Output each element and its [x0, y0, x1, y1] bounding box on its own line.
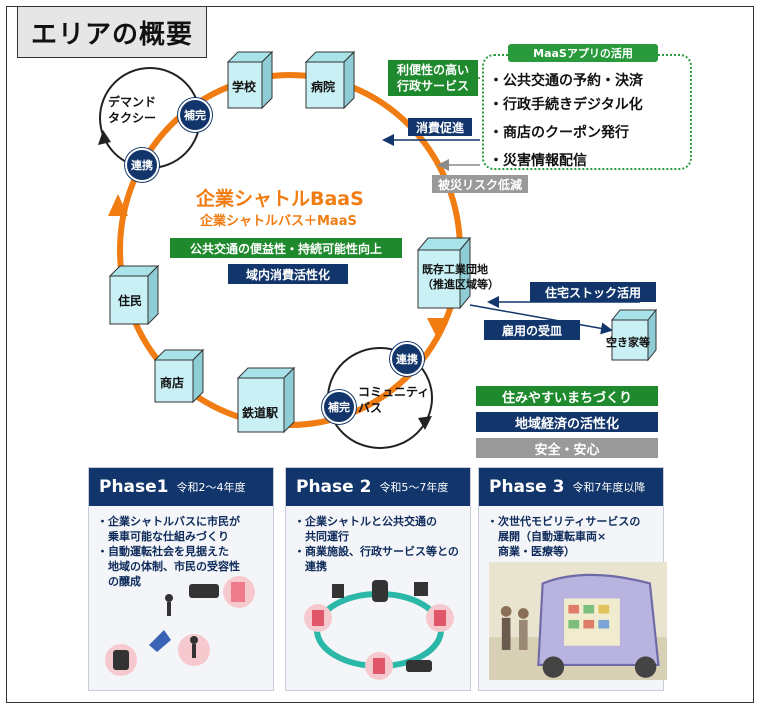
label-disaster-risk: 被災リスク低減: [432, 175, 528, 193]
loop-arrowhead-left: [108, 194, 128, 216]
arrow-employment: [469, 304, 613, 335]
node-school: 学校: [232, 80, 257, 94]
phase-name: Phase 2: [296, 477, 372, 497]
label-admin-services: 利便性の高い 行政サービス: [388, 60, 478, 96]
node-shop: 商店: [160, 376, 185, 390]
loop-arrowhead-right: [427, 318, 449, 340]
outcome-safety: 安全・安心: [476, 438, 658, 458]
node-vacant-house: 空き家等: [606, 336, 650, 349]
phase-header: Phase 2 令和5～7年度: [286, 468, 470, 506]
taxi-loop-arrow: [98, 130, 111, 145]
phase-description: ・企業シャトルと公共交通の 共同運行 ・商業施設、行政サービス等との 連携: [294, 515, 459, 573]
node-community-bus: コミュニティ バス: [358, 385, 430, 415]
phase-name: Phase1: [99, 477, 169, 497]
label-employment: 雇用の受皿: [484, 320, 580, 340]
maas-title: MaaSアプリの活用: [508, 44, 658, 62]
cube-vacant-house: [610, 308, 658, 362]
phase-years: 令和2～4年度: [176, 481, 246, 494]
phase-description: ・次世代モビリティサービスの 展開（自動運転車両× 商業・医療等）: [487, 515, 641, 558]
phase-card-3: Phase 3 令和7年度以降 ・次世代モビリティサービスの 展開（自動運転車両…: [478, 467, 668, 691]
phase-years: 令和7年度以降: [572, 481, 646, 494]
maas-item-reservation: ・公共交通の予約・決済: [489, 73, 643, 89]
cube-school: [226, 50, 274, 110]
center-title: 企業シャトルBaaS: [196, 188, 364, 210]
maas-item-digital-admin: ・行政手続きデジタル化: [489, 97, 643, 113]
phase2-illustration: [304, 580, 454, 680]
banner-local-consumption: 域内消費活性化: [228, 264, 348, 284]
node-hospital: 病院: [311, 80, 336, 94]
page-title: エリアの概要: [17, 6, 207, 58]
phase-years: 令和5～7年度: [379, 481, 449, 494]
cube-station: [236, 366, 296, 434]
phase-card-2: Phase 2 令和5～7年度 ・企業シャトルと公共交通の 共同運行 ・商業施設…: [285, 467, 471, 691]
bus-loop-arrow: [418, 416, 432, 430]
node-demand-taxi: デマンド タクシー: [108, 95, 157, 125]
badge-supplement-bus: 補完: [322, 390, 356, 424]
maas-item-disaster-info: ・災害情報配信: [489, 153, 587, 169]
node-station: 鉄道駅: [242, 406, 279, 420]
label-consumption: 消費促進: [408, 118, 472, 136]
phase-card-1: Phase1 令和2～4年度 ・企業シャトルバスに市民が 乗車可能な仕組みづくり…: [88, 467, 274, 691]
badge-cooperation-bus: 連携: [390, 342, 424, 376]
outcome-livable-town: 住みやすいまちづくり: [476, 386, 658, 406]
center-subtitle: 企業シャトルバス＋MaaS: [200, 214, 357, 229]
phase1-illustration: [105, 576, 255, 676]
cube-industrial: [416, 236, 472, 310]
cube-hospital: [304, 50, 356, 110]
node-industrial: 既存工業団地 （推進区域等）: [422, 263, 499, 291]
badge-supplement-taxi: 補完: [178, 98, 212, 132]
maas-item-coupon: ・商店のクーポン発行: [489, 125, 629, 141]
badge-cooperation-taxi: 連携: [125, 148, 159, 182]
node-residents: 住民: [118, 294, 143, 308]
banner-public-transport: 公共交通の便益性・持続可能性向上: [170, 238, 402, 258]
label-housing-stock: 住宅ストック活用: [530, 282, 656, 302]
phase-description: ・企業シャトルバスに市民が 乗車可能な仕組みづくり ・自動運転社会を見据えた 地…: [97, 515, 240, 588]
phase3-illustration: [489, 562, 668, 680]
outcome-local-economy: 地域経済の活性化: [476, 412, 658, 432]
phase-name: Phase 3: [489, 477, 565, 497]
phase-header: Phase1 令和2～4年度: [89, 468, 273, 506]
cube-shop: [153, 348, 205, 404]
phase-header: Phase 3 令和7年度以降: [479, 468, 663, 506]
cube-residents: [108, 264, 160, 326]
